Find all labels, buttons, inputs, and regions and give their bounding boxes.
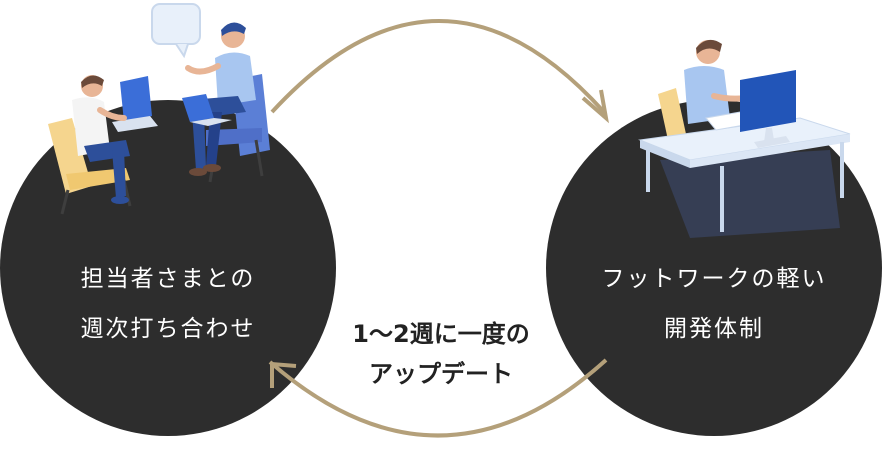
- two-people-meeting-illustration: [48, 3, 270, 215]
- monitor-icon: [740, 70, 796, 132]
- bottom-arrowhead-icon: [270, 361, 297, 388]
- right-circle-label: フットワークの軽い 開発体制: [564, 264, 864, 344]
- top-arrowhead-icon: [581, 89, 609, 124]
- developer-at-desk-illustration: [638, 39, 851, 238]
- center-line1: 1〜2週に一度の: [352, 320, 530, 348]
- speech-bubble-icon: [151, 3, 201, 59]
- left-circle-label: 担当者さまとの 週次打ち合わせ: [18, 264, 318, 344]
- top-arc-arrow: [270, 19, 606, 114]
- bottom-arc-arrow: [268, 358, 608, 438]
- right-circle-line2: 開発体制: [664, 316, 764, 342]
- center-label: 1〜2週に一度の アップデート: [300, 318, 582, 390]
- right-circle-line1: フットワークの軽い: [601, 266, 827, 292]
- left-circle-line1: 担当者さまとの: [80, 266, 256, 292]
- left-circle-line2: 週次打ち合わせ: [80, 316, 256, 342]
- center-line2: アップデート: [369, 360, 513, 388]
